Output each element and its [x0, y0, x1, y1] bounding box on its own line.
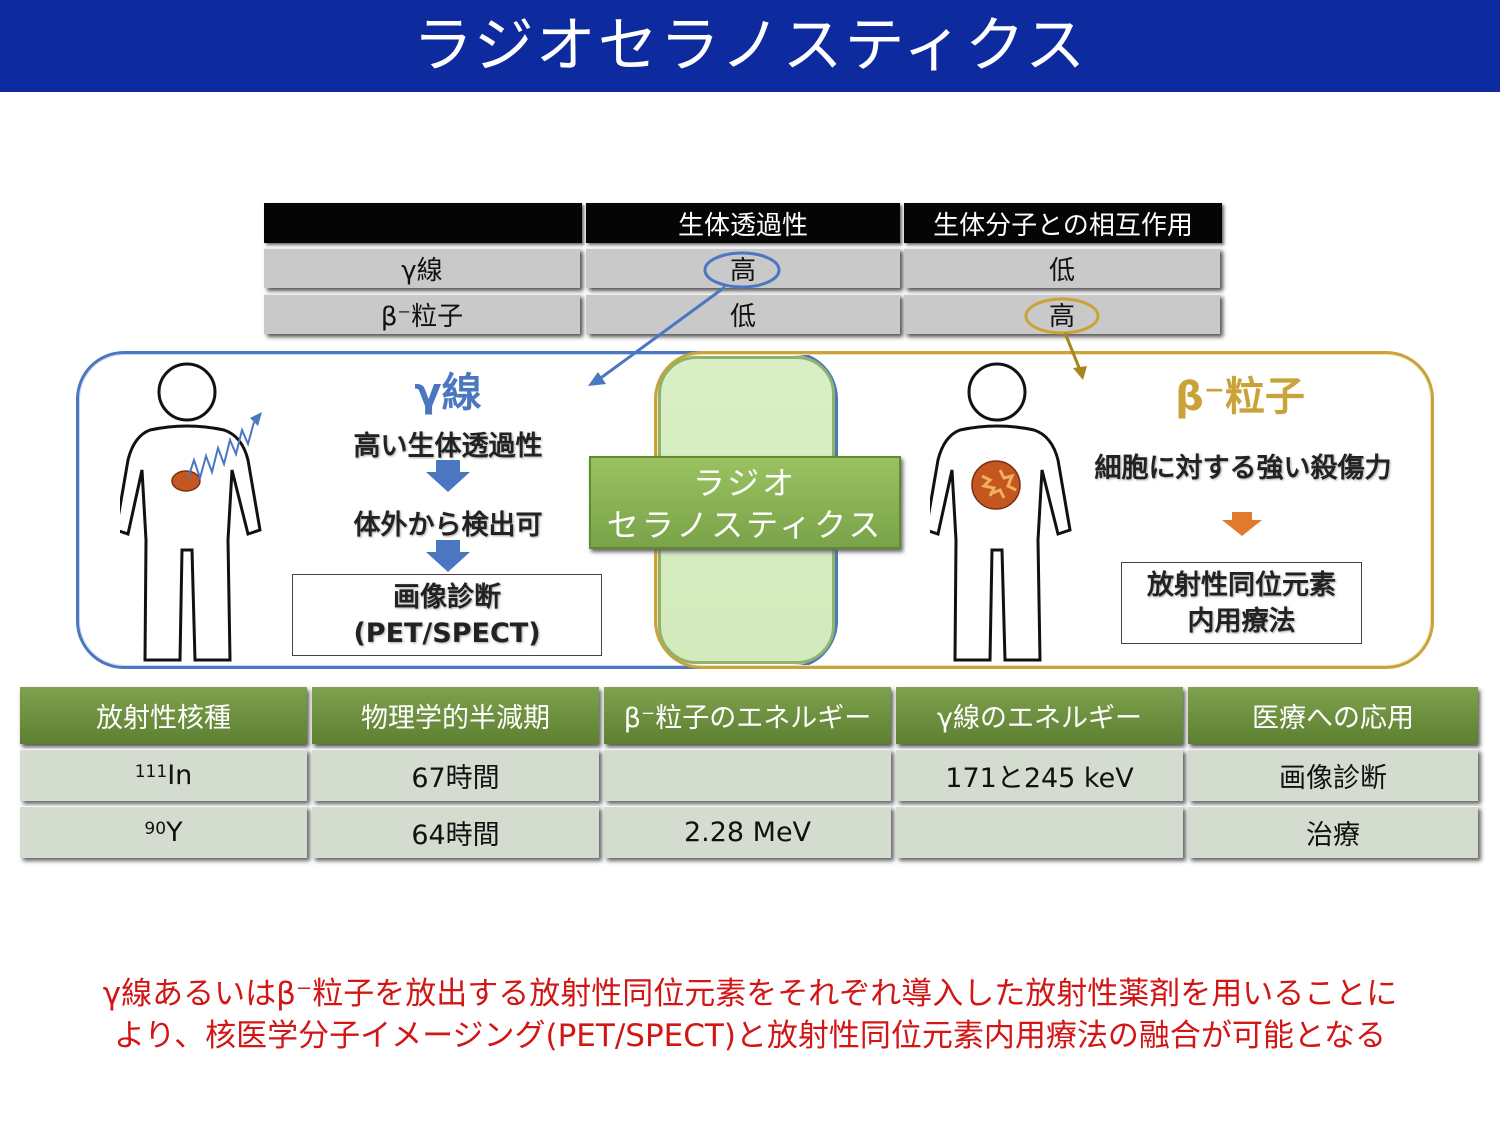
gamma-panel-title: γ線 — [414, 370, 482, 416]
top-table-row-gamma-penetration: 高 — [586, 248, 900, 288]
top-table-row-beta-penetration: 低 — [586, 294, 900, 334]
footer-line1: γ線あるいはβ⁻粒子を放出する放射性同位元素をそれぞれ導入した放射性薬剤を用いる… — [102, 976, 1398, 1012]
top-table-header-penetration: 生体透過性 — [586, 203, 900, 243]
tumor-icon — [971, 460, 1021, 510]
human-figure-gamma-icon — [120, 362, 262, 662]
title-bar — [0, 0, 1500, 92]
bottom-table-header-beta-energy: β⁻粒子のエネルギー — [604, 687, 891, 744]
imaging-diagnosis-box-line1: 画像診断 — [393, 582, 501, 613]
top-table-row-gamma-interaction: 低 — [904, 248, 1220, 288]
slide-title: ラジオセラノスティクス — [412, 11, 1088, 81]
gamma-arrow-head — [588, 372, 606, 386]
bottom-table-header-nuclide: 放射性核種 — [20, 687, 307, 744]
center-label-box: ラジオ セラノスティクス — [589, 456, 901, 549]
beta-arrow-head — [1073, 366, 1087, 380]
gamma-panel-line1: 高い生体透過性 — [353, 431, 543, 462]
center-label-line2: セラノスティクス — [606, 506, 884, 544]
bottom-table-row1-application: 画像診断 — [1188, 749, 1478, 801]
element-symbol: Y — [166, 817, 183, 848]
center-label-line1: ラジオ — [692, 464, 798, 502]
bottom-table-row1-beta-energy — [604, 749, 891, 801]
beta-panel-title: β⁻粒子 — [1175, 374, 1305, 420]
top-table-header-empty — [264, 203, 582, 243]
beta-arrow-line — [1063, 332, 1082, 371]
radionuclide-therapy-box-line1: 放射性同位元素 — [1147, 570, 1336, 601]
bottom-table-row1-halflife: 67時間 — [312, 749, 599, 801]
gamma-panel-line2: 体外から検出可 — [353, 510, 543, 541]
radionuclide-therapy-box: 放射性同位元素 内用療法 — [1121, 562, 1362, 644]
bottom-table-row2-halflife: 64時間 — [312, 806, 599, 858]
imaging-diagnosis-box-line2: (PET/SPECT) — [353, 618, 541, 649]
bottom-table-header-gamma-energy: γ線のエネルギー — [896, 687, 1183, 744]
bottom-table-row2-beta-energy: 2.28 MeV — [604, 806, 891, 858]
imaging-diagnosis-box: 画像診断 (PET/SPECT) — [292, 574, 602, 656]
top-table-row-beta-interaction: 高 — [904, 294, 1220, 334]
top-table-row-beta-label: β⁻粒子 — [264, 294, 580, 334]
down-arrow-icon — [426, 460, 470, 492]
beta-panel-line1: 細胞に対する強い殺傷力 — [1094, 453, 1392, 484]
highlight-ellipse-beta — [1024, 297, 1100, 335]
down-arrow-icon — [1222, 512, 1262, 536]
mass-number: 90 — [144, 818, 167, 839]
mass-number: 111 — [134, 761, 168, 782]
bottom-table-row2-application: 治療 — [1188, 806, 1478, 858]
beta-damage-icon — [980, 469, 1017, 499]
bottom-table-row1-gamma-energy: 171と245 keV — [896, 749, 1183, 801]
down-arrow-icon — [426, 540, 470, 572]
highlight-ellipse-gamma — [703, 251, 781, 289]
gamma-ray-icon — [187, 421, 255, 482]
bottom-table-header-application: 医療への応用 — [1188, 687, 1478, 744]
top-table-header-interaction: 生体分子との相互作用 — [904, 203, 1222, 243]
tumor-icon — [171, 470, 201, 492]
radionuclide-therapy-box-line2: 内用療法 — [1187, 606, 1296, 637]
gamma-arrow-line — [597, 285, 726, 382]
footer-line2: より、核医学分子イメージング(PET/SPECT)と放射性同位元素内用療法の融合… — [114, 1018, 1386, 1054]
top-table-row-gamma-label: γ線 — [264, 248, 580, 288]
bottom-table-row2-gamma-energy — [896, 806, 1183, 858]
element-symbol: In — [167, 760, 193, 791]
human-figure-beta-icon — [930, 362, 1072, 662]
bottom-table-header-halflife: 物理学的半減期 — [312, 687, 599, 744]
